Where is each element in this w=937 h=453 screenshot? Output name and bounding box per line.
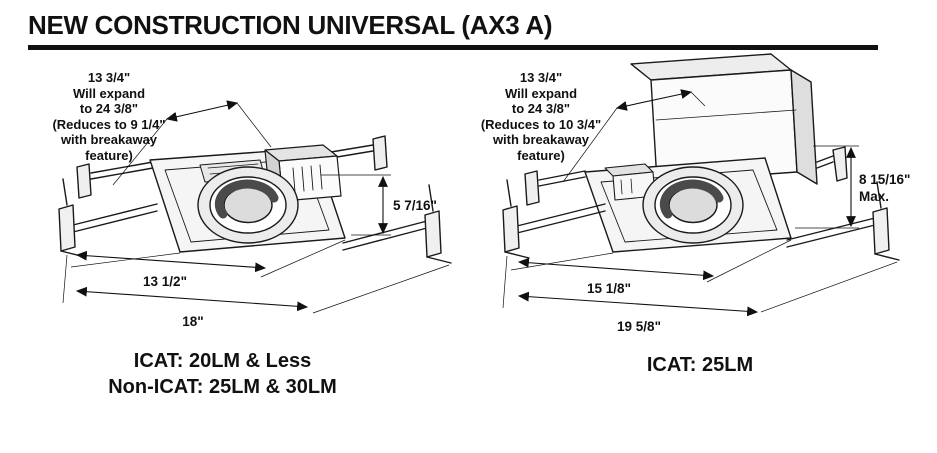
- caption-left: ICAT: 20LM & Less Non-ICAT: 25LM & 30LM: [55, 348, 390, 400]
- back-hanger-bar-right: [816, 146, 848, 182]
- caption-right: ICAT: 25LM: [560, 352, 840, 378]
- back-hanger-bar-left: [76, 161, 154, 199]
- note-line: feature): [85, 147, 133, 163]
- dimension-labels-right: 15 1/8" 19 5/8" 8 15/16" Max.: [587, 172, 910, 334]
- page-title: NEW CONSTRUCTION UNIVERSAL (AX3 A): [28, 10, 553, 40]
- note-line: feature): [517, 147, 565, 163]
- note-line: 13 3/4": [87, 70, 131, 85]
- height-label: 8 15/16": [859, 172, 910, 187]
- height-label: 5 7/16": [393, 198, 437, 213]
- expansion-note-left: 13 3/4" Will expand to 24 3/8" (Reduces …: [38, 70, 180, 163]
- dimension-labels-left: 13 1/2" 18" 5 7/16": [143, 198, 437, 329]
- left-unit-drawing: 13 1/2" 18" 5 7/16": [58, 100, 452, 329]
- note-line: Will expand: [72, 85, 146, 101]
- dimension-lines-right: [502, 89, 898, 317]
- hanger-bar-right: [786, 181, 900, 261]
- hanger-bar-right: [342, 184, 452, 264]
- note-line: 13 3/4": [519, 70, 563, 85]
- right-unit-drawing: 15 1/8" 19 5/8" 8 15/16" Max.: [502, 53, 910, 334]
- caption-line: ICAT: 20LM & Less: [133, 350, 312, 372]
- light-aperture: [197, 166, 299, 244]
- note-line: Will expand: [504, 85, 578, 101]
- note-line: with breakaway: [60, 132, 158, 147]
- note-line: with breakaway: [492, 132, 590, 147]
- expansion-note-right: 13 3/4" Will expand to 24 3/8" (Reduces …: [468, 70, 614, 163]
- caption-line: Non-ICAT: 25LM & 30LM: [108, 376, 337, 398]
- back-hanger-bar-left: [524, 170, 586, 206]
- junction-box: [604, 163, 656, 201]
- note-line: (Reduces to 9 1/4": [52, 116, 166, 132]
- outer-width-label: 18": [182, 314, 203, 329]
- note-line: to 24 3/8": [511, 101, 571, 116]
- note-line: to 24 3/8": [79, 101, 139, 116]
- title-underline: [28, 45, 878, 50]
- hanger-bar-left: [58, 178, 158, 258]
- hanger-bar-left: [502, 179, 606, 259]
- outer-width-label: 19 5/8": [617, 319, 661, 334]
- height-label-note: Max.: [859, 189, 889, 204]
- caption-line: ICAT: 25LM: [646, 354, 754, 376]
- dimension-lines-left: [62, 100, 450, 314]
- inner-width-label: 15 1/8": [587, 281, 631, 296]
- light-aperture: [642, 166, 744, 244]
- inner-width-label: 13 1/2": [143, 274, 187, 289]
- note-line: (Reduces to 10 3/4": [480, 116, 602, 132]
